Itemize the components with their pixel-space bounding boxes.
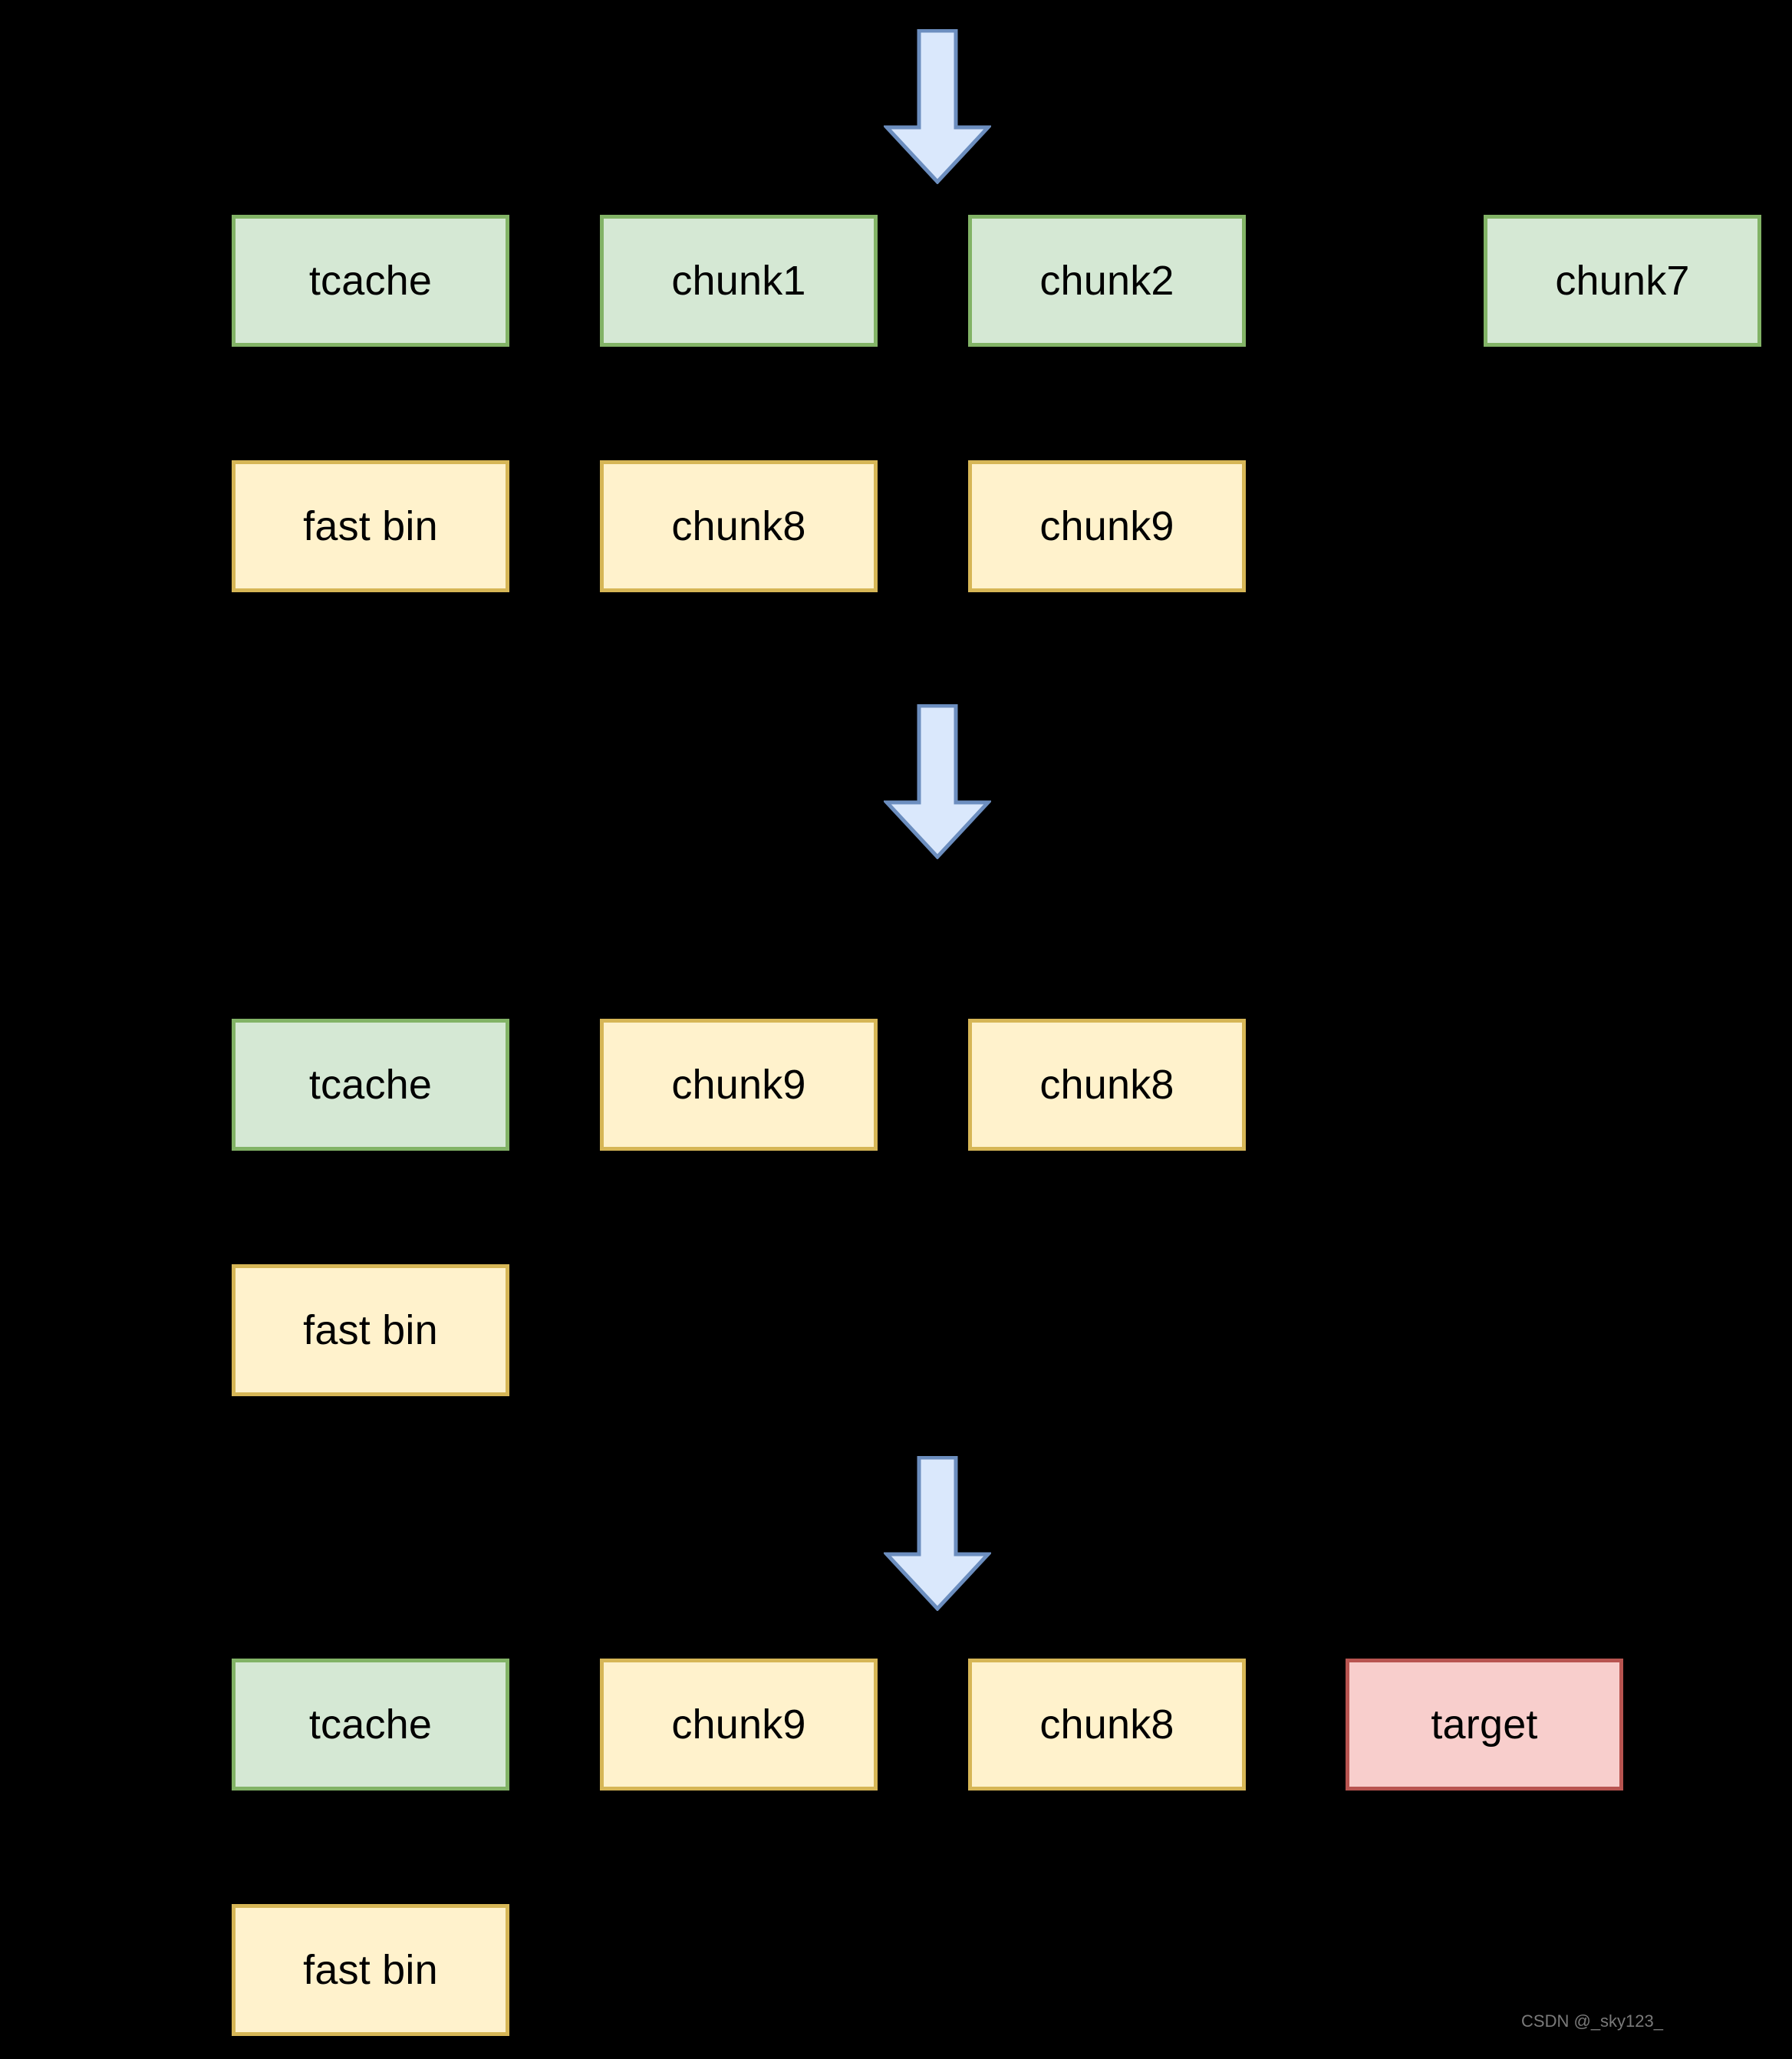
node-label: chunk8 bbox=[1039, 1062, 1174, 1108]
link-stub-s2-chunk9 bbox=[888, 1082, 899, 1089]
node-chunk1[interactable]: chunk1 bbox=[600, 215, 878, 347]
down-arrow-icon bbox=[882, 1455, 993, 1612]
node-label: chunk8 bbox=[1039, 1702, 1174, 1748]
node-chunk8[interactable]: chunk8 bbox=[968, 1659, 1246, 1791]
node-chunk9[interactable]: chunk9 bbox=[968, 460, 1246, 592]
link-stub-s3-tcache bbox=[520, 1721, 531, 1729]
node-label: target bbox=[1431, 1702, 1538, 1748]
node-label: chunk9 bbox=[671, 1062, 806, 1108]
node-tcache[interactable]: tcache bbox=[232, 215, 509, 347]
node-tcache[interactable]: tcache bbox=[232, 1019, 509, 1151]
node-label: tcache bbox=[308, 1062, 433, 1108]
link-stub-chunk8-chunk9 bbox=[888, 523, 899, 531]
node-label: fast bin bbox=[303, 503, 438, 549]
node-chunk9[interactable]: chunk9 bbox=[600, 1019, 878, 1151]
link-stub-chunk1-chunk2 bbox=[888, 278, 899, 285]
node-chunk2[interactable]: chunk2 bbox=[968, 215, 1246, 347]
node-label: fast bin bbox=[303, 1947, 438, 1993]
node-chunk7[interactable]: chunk7 bbox=[1484, 215, 1761, 347]
node-label: fast bin bbox=[303, 1307, 438, 1353]
flow-arrow-1 bbox=[882, 28, 993, 185]
node-fast-bin[interactable]: fast bin bbox=[232, 1904, 509, 2036]
node-chunk8[interactable]: chunk8 bbox=[600, 460, 878, 592]
node-chunk8[interactable]: chunk8 bbox=[968, 1019, 1246, 1151]
flow-arrow-3 bbox=[882, 1455, 993, 1612]
link-stub-s3-chunk9 bbox=[888, 1721, 899, 1729]
link-stub-s2-tcache bbox=[520, 1082, 531, 1089]
node-label: tcache bbox=[308, 258, 433, 304]
node-label: tcache bbox=[308, 1702, 433, 1748]
node-tcache[interactable]: tcache bbox=[232, 1659, 509, 1791]
node-fast-bin[interactable]: fast bin bbox=[232, 460, 509, 592]
node-label: chunk1 bbox=[671, 258, 806, 304]
node-fast-bin[interactable]: fast bin bbox=[232, 1264, 509, 1396]
node-target[interactable]: target bbox=[1346, 1659, 1623, 1791]
node-chunk9[interactable]: chunk9 bbox=[600, 1659, 878, 1791]
node-label: chunk9 bbox=[671, 1702, 806, 1748]
flow-arrow-2 bbox=[882, 703, 993, 860]
link-stub-chunk2-chunk7 bbox=[1257, 278, 1267, 285]
node-label: chunk9 bbox=[1039, 503, 1174, 549]
node-label: chunk2 bbox=[1039, 258, 1174, 304]
down-arrow-icon bbox=[882, 28, 993, 185]
watermark: CSDN @_sky123_ bbox=[1521, 2011, 1663, 2031]
node-label: chunk8 bbox=[671, 503, 806, 549]
down-arrow-icon bbox=[882, 703, 993, 860]
node-label: chunk7 bbox=[1555, 258, 1690, 304]
